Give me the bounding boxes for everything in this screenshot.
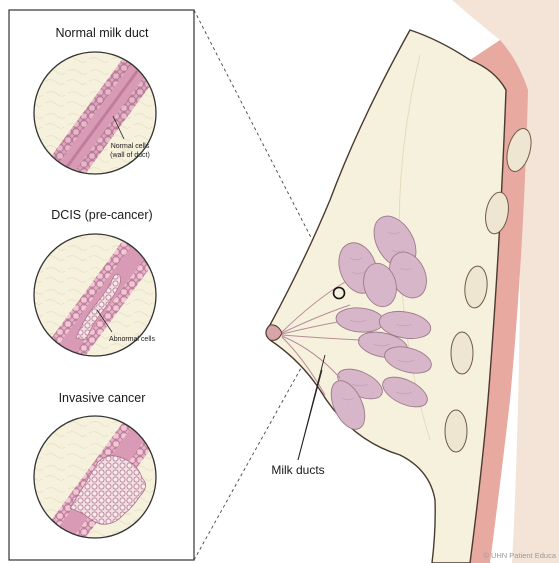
normal-duct-title: Normal milk duct (55, 26, 149, 40)
milk-ducts-pointer (298, 370, 322, 460)
dcis-title: DCIS (pre-cancer) (51, 208, 152, 222)
rib (451, 332, 473, 374)
invasive-title: Invasive cancer (59, 391, 146, 405)
normal-cells-label: Normal cells (111, 143, 150, 150)
credit-text: © UHN Patient Educa (483, 551, 556, 560)
milk-ducts-label: Milk ducts (271, 463, 324, 477)
abnormal-cells-label: Abnormal cells (109, 336, 155, 343)
wall-of-duct-label: (wall of duct) (110, 152, 150, 159)
rib (445, 410, 467, 452)
